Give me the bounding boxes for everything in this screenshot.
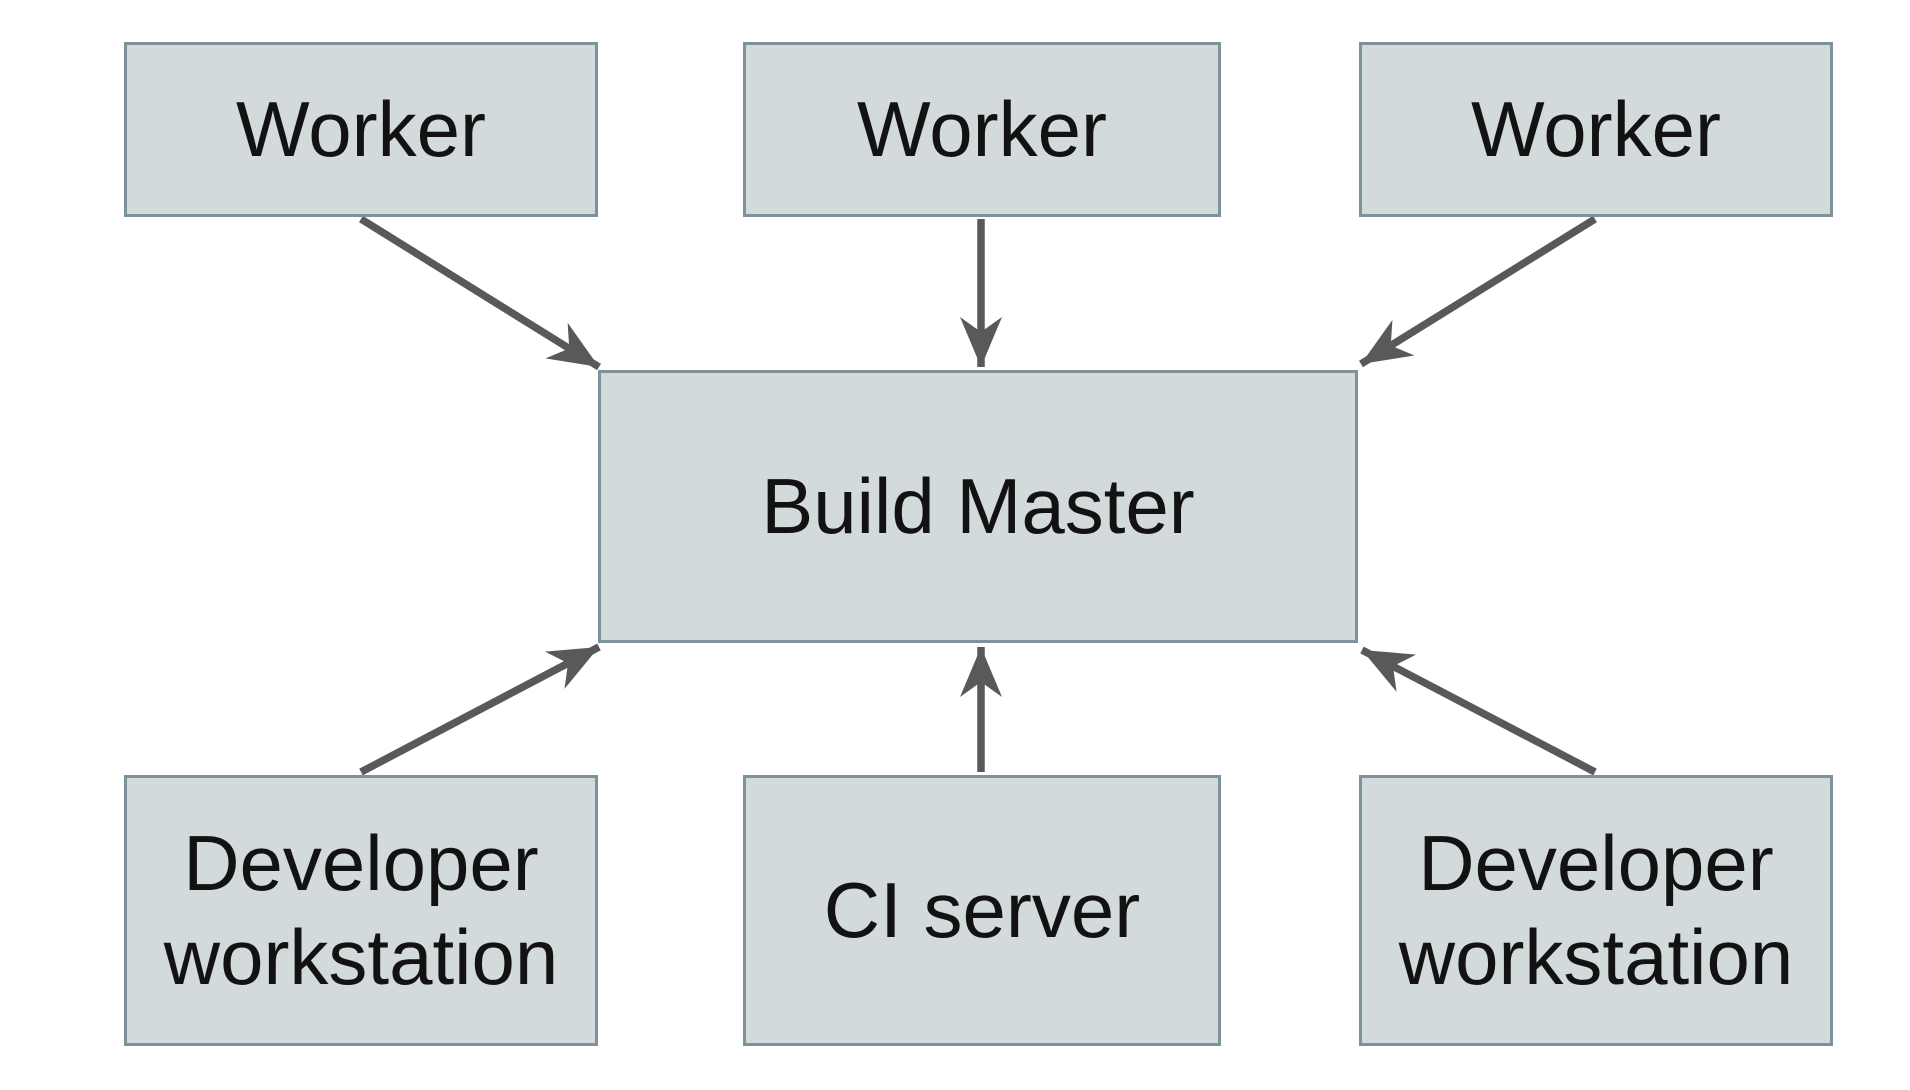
arrow-developer-workstation-2-to-build-master	[1360, 646, 1597, 776]
node-developer-workstation-2-label: Developer workstation	[1398, 818, 1794, 1001]
node-build-master: Build Master	[598, 370, 1358, 643]
node-worker-1-label: Worker	[236, 84, 486, 173]
node-worker-1: Worker	[124, 42, 598, 217]
node-developer-workstation-2: Developer workstation	[1359, 775, 1833, 1046]
node-developer-workstation-1: Developer workstation	[124, 775, 598, 1046]
node-worker-3-label: Worker	[1471, 84, 1721, 173]
node-build-master-label: Build Master	[761, 461, 1195, 550]
node-worker-3: Worker	[1359, 42, 1833, 217]
arrow-developer-workstation-1-to-build-master	[359, 643, 601, 776]
node-ci-server: CI server	[743, 775, 1221, 1046]
node-developer-workstation-1-label: Developer workstation	[163, 818, 559, 1001]
node-ci-server-label: CI server	[823, 865, 1141, 954]
node-worker-2: Worker	[743, 42, 1221, 217]
node-worker-2-label: Worker	[857, 84, 1107, 173]
arrow-worker-3-to-build-master	[1359, 215, 1597, 368]
arrow-worker-1-to-build-master	[359, 215, 601, 371]
